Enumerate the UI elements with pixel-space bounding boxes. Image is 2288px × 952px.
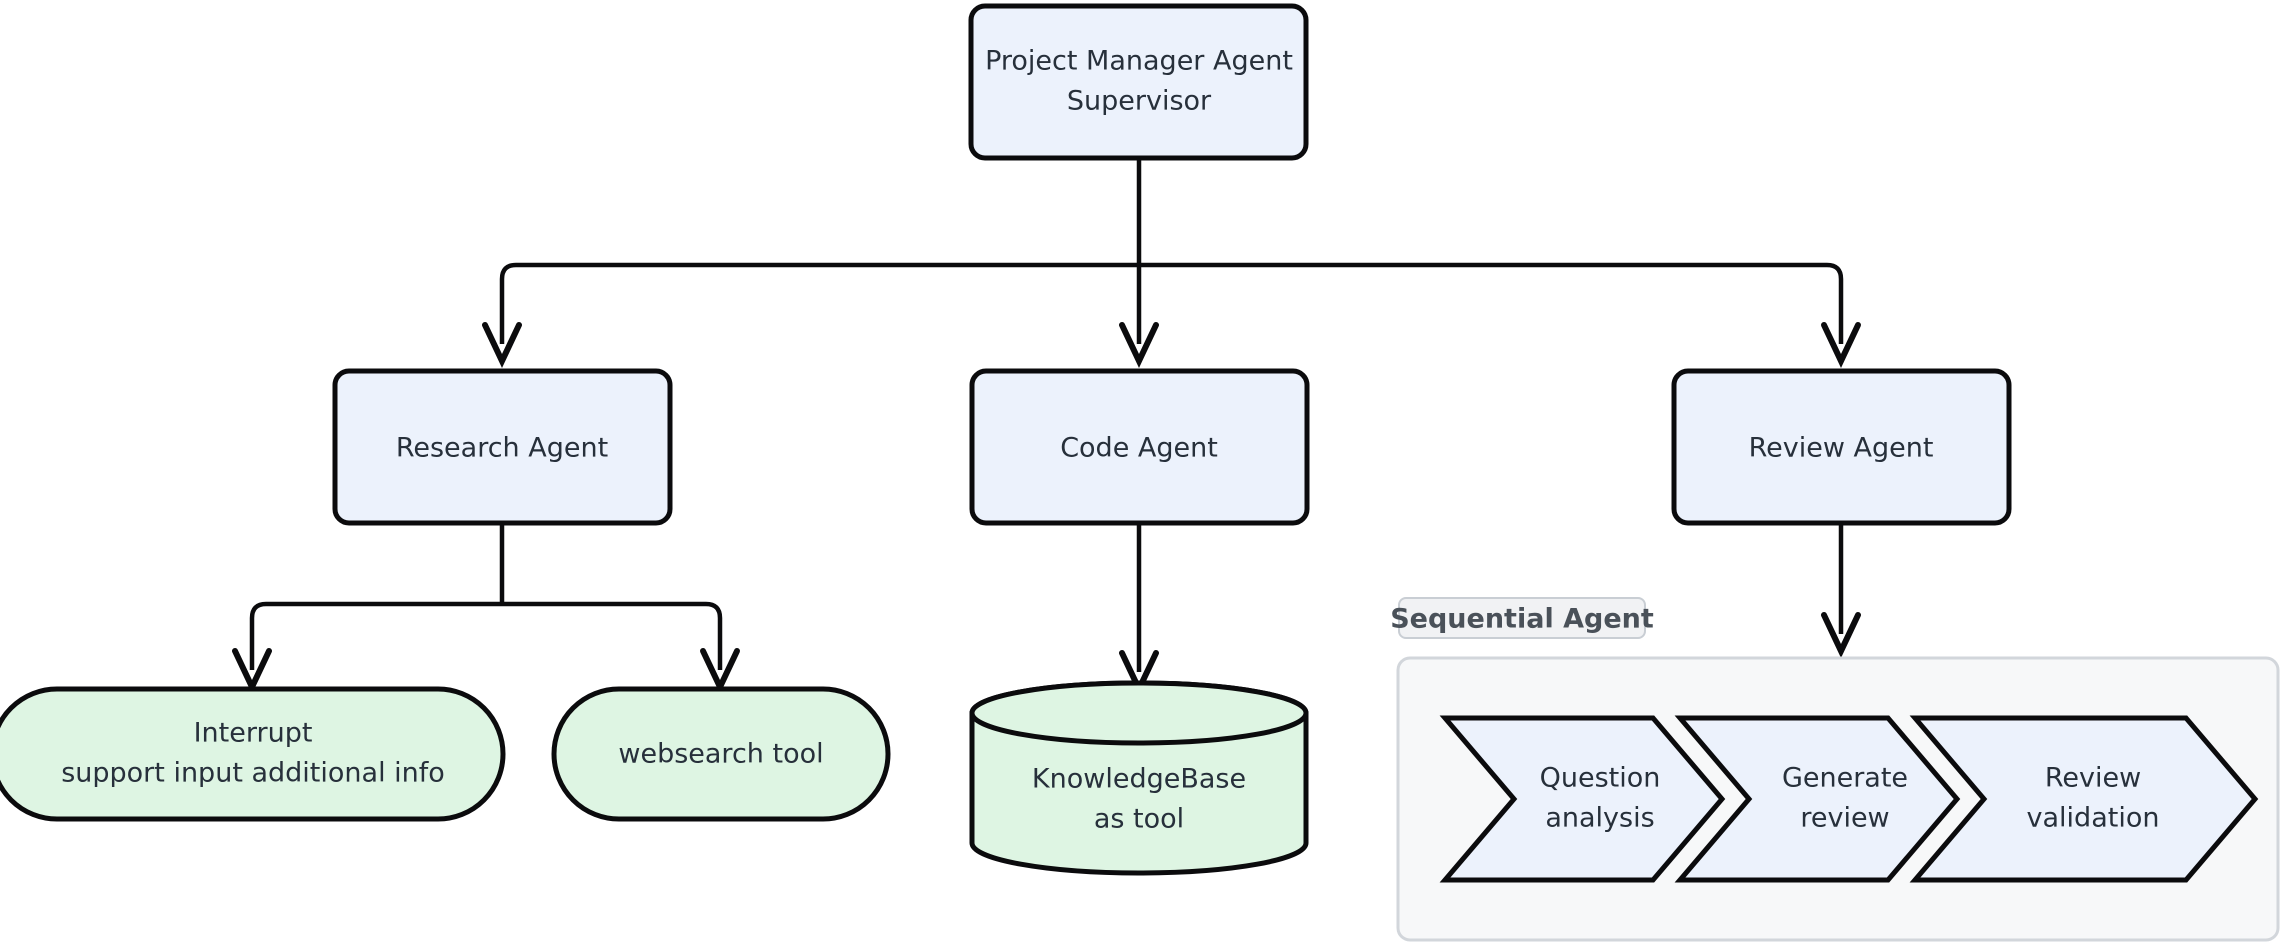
review-validation-chevron[interactable] bbox=[1909, 715, 2259, 883]
edge-supervisor-to-review-agent bbox=[1139, 262, 1844, 344]
code-agent-label: Code Agent bbox=[1060, 433, 1218, 464]
review-validation-label-line2: validation bbox=[2027, 803, 2160, 834]
supervisor-label-line2: Supervisor bbox=[1067, 86, 1212, 117]
websearch-stadium[interactable] bbox=[551, 686, 891, 822]
interrupt-label-line1: Interrupt bbox=[194, 718, 313, 749]
node-code-agent[interactable]: Code Agent bbox=[969, 368, 1310, 526]
knowledgebase-cylinder-top bbox=[969, 680, 1309, 746]
question-analysis-label-line1: Question bbox=[1540, 763, 1661, 794]
generate-review-chevron[interactable] bbox=[1674, 715, 1961, 883]
review-agent-box[interactable] bbox=[1671, 368, 2012, 526]
arrow-head-research-agent bbox=[482, 322, 522, 369]
review-validation-label-line1: Review bbox=[2045, 763, 2141, 794]
knowledgebase-label-line1: KnowledgeBase bbox=[1032, 764, 1246, 795]
cluster-label-background bbox=[1398, 597, 1646, 639]
edge-research-agent-to-websearch bbox=[502, 601, 723, 670]
research-agent-box[interactable] bbox=[332, 368, 673, 526]
node-supervisor[interactable]: Project Manager Agent Supervisor bbox=[968, 3, 1309, 161]
code-agent-box[interactable] bbox=[969, 368, 1310, 526]
question-analysis-label-line2: analysis bbox=[1545, 803, 1654, 834]
arrow-head-code-agent bbox=[1119, 322, 1159, 369]
node-review-validation[interactable]: Review validation bbox=[1909, 715, 2259, 883]
arrow-head-review-agent bbox=[1821, 322, 1861, 369]
interrupt-label-line2: support input additional info bbox=[61, 758, 445, 789]
review-agent-label: Review Agent bbox=[1749, 433, 1934, 464]
generate-review-label-line1: Generate bbox=[1782, 763, 1908, 794]
node-question-analysis[interactable]: Question analysis bbox=[1439, 715, 1726, 883]
supervisor-label-line1: Project Manager Agent bbox=[985, 46, 1293, 77]
edge-research-agent-to-interrupt bbox=[249, 601, 502, 670]
edge-supervisor-to-research-agent bbox=[499, 262, 1139, 344]
supervisor-box[interactable] bbox=[968, 3, 1309, 161]
node-knowledgebase[interactable]: KnowledgeBase as tool bbox=[969, 680, 1309, 876]
node-generate-review[interactable]: Generate review bbox=[1674, 715, 1961, 883]
interrupt-stadium[interactable] bbox=[0, 686, 506, 822]
generate-review-label-line2: review bbox=[1800, 803, 1889, 834]
node-research-agent[interactable]: Research Agent bbox=[332, 368, 673, 526]
node-websearch-tool[interactable]: websearch tool bbox=[551, 686, 891, 822]
research-agent-label: Research Agent bbox=[396, 433, 608, 464]
cluster-label-text: Sequential Agent bbox=[1390, 604, 1654, 635]
node-interrupt[interactable]: Interrupt support input additional info bbox=[0, 686, 506, 822]
websearch-label: websearch tool bbox=[618, 739, 823, 770]
node-review-agent[interactable]: Review Agent bbox=[1671, 368, 2012, 526]
knowledgebase-label-line2: as tool bbox=[1094, 804, 1184, 835]
question-analysis-chevron[interactable] bbox=[1439, 715, 1726, 883]
arrow-head-question-analysis bbox=[1821, 612, 1861, 659]
